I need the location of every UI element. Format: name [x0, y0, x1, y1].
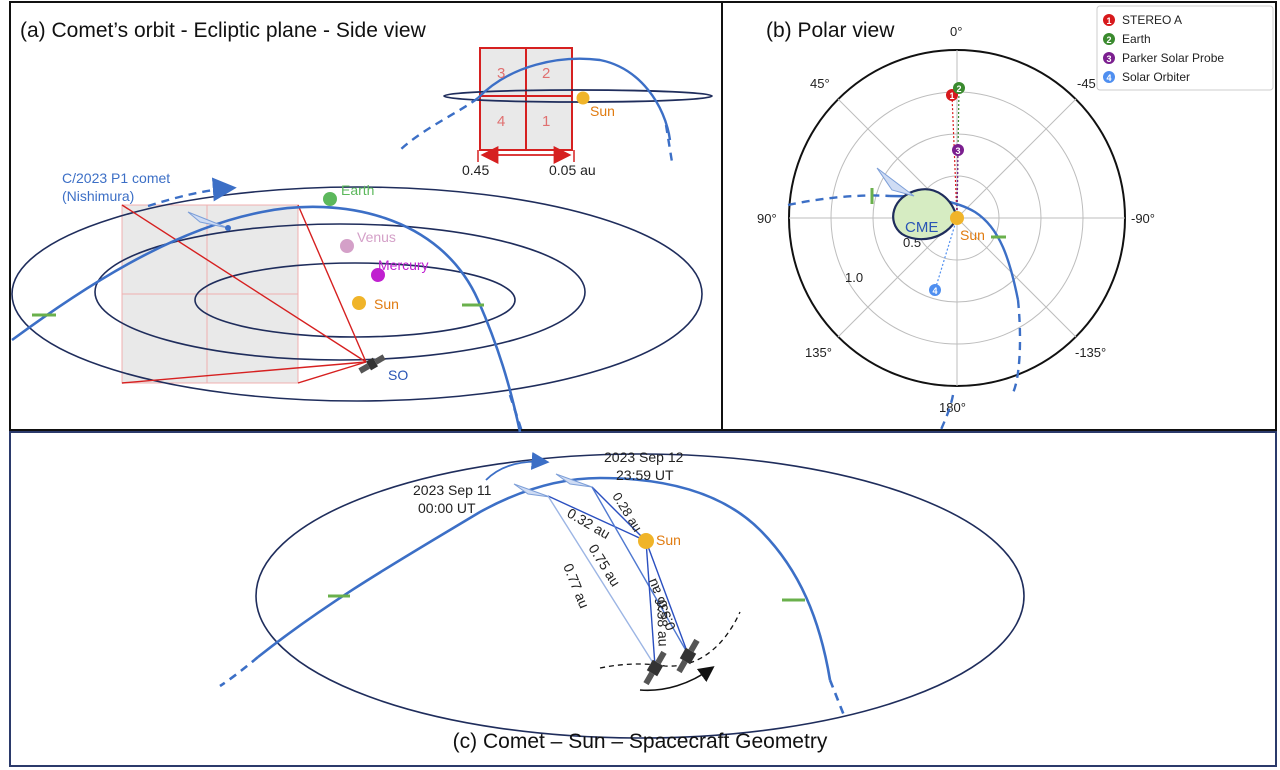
inset-sun-label: Sun — [590, 103, 615, 119]
cme-label: CME — [905, 219, 938, 236]
comet-tail-sep11 — [513, 483, 551, 498]
angle-45: 45° — [810, 76, 830, 91]
legend-label-1: STEREO A — [1122, 13, 1182, 27]
dist-0-58: 0.58 au — [654, 600, 672, 647]
stereo-a-line — [951, 94, 958, 219]
panel-b-frame — [721, 1, 1277, 431]
inset-distance-right: 0.05 au — [549, 162, 596, 178]
mercury-marker — [371, 268, 385, 282]
dist-0-536: 0.536 au — [644, 576, 679, 633]
so-line — [934, 217, 958, 291]
panel-c-title: (c) Comet – Sun – Spacecraft Geometry — [453, 730, 828, 753]
inset-quadrant-3: 3 — [497, 65, 505, 82]
polar-sun-label: Sun — [960, 227, 985, 243]
earth-label: Earth — [341, 182, 374, 198]
angle-90: 90° — [757, 211, 777, 226]
inset-side-view: 3 2 4 1 Sun 0.45 0.05 au — [397, 47, 713, 178]
marker-solar-orbiter: 4 — [929, 284, 941, 296]
angle-135: 135° — [805, 345, 832, 360]
panel-a: (a) Comet’s orbit - Ecliptic plane - Sid… — [11, 19, 713, 433]
polar-sun-marker — [950, 211, 964, 225]
so-label: SO — [388, 367, 408, 383]
panel-b: (b) Polar view 0° 45° -45° 90° -90° 135°… — [757, 5, 1274, 433]
psp-line — [956, 149, 959, 219]
inset-quadrant-1: 1 — [542, 113, 550, 130]
marker-psp-num: 3 — [955, 146, 960, 156]
comet-tail-sep12 — [555, 473, 593, 488]
legend-item-earth: 2 Earth — [1103, 32, 1151, 46]
inset-quadrant-4: 4 — [497, 113, 505, 130]
polar-comet-orbit-dashed-right — [1010, 299, 1022, 396]
marker-earth-num: 2 — [956, 84, 961, 94]
panel-c-sun-marker — [638, 533, 654, 549]
comet-label-line1: C/2023 P1 comet — [62, 170, 170, 186]
marker-psp: 3 — [952, 144, 964, 156]
panel-c-frame — [9, 431, 1277, 767]
comet-motion-arrow — [147, 177, 237, 208]
marker-stereo-a-num: 1 — [949, 91, 954, 101]
panel-b-title: (b) Polar view — [766, 19, 895, 42]
polar-comet-orbit-tail — [938, 394, 955, 433]
panel-c-comet-orbit-dashed-left — [219, 656, 259, 688]
angle-minus90: -90° — [1131, 211, 1155, 226]
angle-180: 180° — [939, 400, 966, 415]
comet-orbit — [11, 205, 522, 433]
panel-c-sun-label: Sun — [656, 532, 681, 548]
spacecraft-icon-sep11 — [643, 650, 667, 686]
comet-orbit-dashed — [508, 394, 524, 433]
angle-minus45: -45° — [1077, 76, 1101, 91]
legend-label-2: Earth — [1122, 32, 1151, 46]
panel-c: Sun 2023 Sep 11 00:00 UT 2023 Sep 12 23:… — [219, 449, 1025, 753]
projection-plane — [121, 204, 299, 384]
legend-num-3: 3 — [1106, 54, 1111, 64]
solar-orbiter-icon — [358, 354, 386, 374]
panel-c-comet-orbit-dashed-right — [828, 679, 847, 719]
date-sep11-line2: 00:00 UT — [418, 500, 476, 516]
radius-1-0: 1.0 — [845, 270, 863, 285]
angle-minus135: -135° — [1075, 345, 1106, 360]
legend-item-stereo-a: 1 STEREO A — [1103, 13, 1182, 27]
panel-c-comet-orbit — [257, 476, 832, 681]
legend: 1 STEREO A 2 Earth 3 Parker Solar Probe … — [1096, 5, 1274, 91]
cme-region — [892, 188, 959, 241]
panel-c-motion-arrow — [485, 451, 550, 481]
sun-label: Sun — [374, 296, 399, 312]
date-sep12-line1: 2023 Sep 12 — [604, 449, 684, 465]
inset-distance-left: 0.45 — [462, 162, 489, 178]
venus-orbit — [94, 223, 586, 361]
earth-orbit — [11, 186, 703, 402]
angle-0: 0° — [950, 24, 962, 39]
geometry-lines — [547, 486, 689, 667]
spacecraft-motion-arrow — [639, 666, 715, 692]
venus-label: Venus — [357, 229, 396, 245]
marker-earth: 2 — [953, 82, 965, 94]
so-sight-lines — [121, 204, 367, 384]
earth-marker — [323, 192, 337, 206]
legend-item-solar-orbiter: 4 Solar Orbiter — [1103, 70, 1190, 84]
orbit-plane-ellipse — [255, 453, 1025, 739]
polar-comet-tail — [876, 167, 915, 197]
panel-a-title: (a) Comet’s orbit - Ecliptic plane - Sid… — [20, 19, 427, 42]
legend-item-psp: 3 Parker Solar Probe — [1103, 51, 1224, 65]
legend-label-4: Solar Orbiter — [1122, 70, 1190, 84]
legend-label-3: Parker Solar Probe — [1122, 51, 1224, 65]
legend-num-2: 2 — [1106, 35, 1111, 45]
date-sep11-line1: 2023 Sep 11 — [413, 482, 492, 498]
date-sep12-line2: 23:59 UT — [616, 467, 674, 483]
comet-nucleus — [225, 225, 231, 231]
comet-label-line2: (Nishimura) — [62, 188, 134, 204]
legend-num-1: 1 — [1106, 16, 1111, 26]
legend-num-4: 4 — [1106, 73, 1111, 83]
inset-sun-marker — [576, 91, 590, 105]
dist-0-77: 0.77 au — [560, 561, 592, 610]
spacecraft-icon-sep12 — [676, 638, 700, 674]
spacecraft-path — [599, 611, 741, 669]
comet-tail — [187, 211, 229, 229]
inset-quadrant-2: 2 — [542, 65, 550, 82]
marker-solar-orbiter-num: 4 — [932, 286, 937, 296]
mercury-label: Mercury — [378, 257, 429, 273]
sun-marker — [352, 296, 366, 310]
venus-marker — [340, 239, 354, 253]
